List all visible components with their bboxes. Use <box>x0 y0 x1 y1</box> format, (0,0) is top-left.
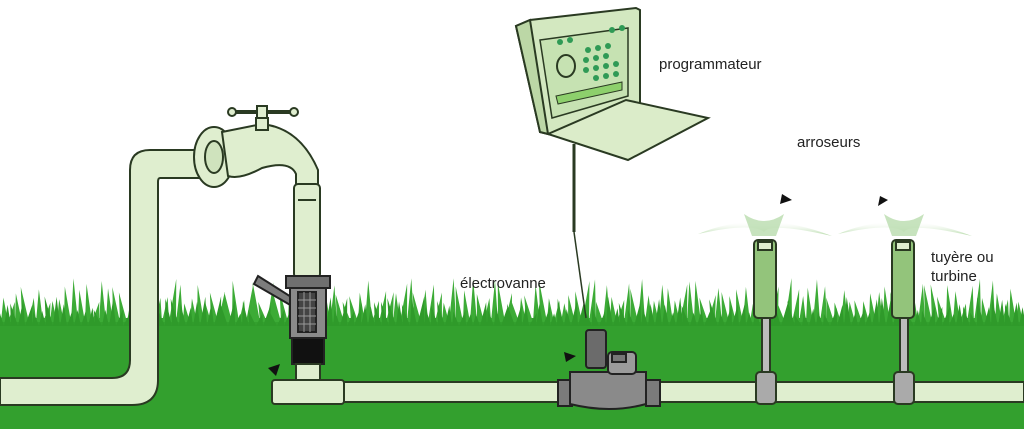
controller-button <box>567 37 573 43</box>
controller-button <box>585 47 591 53</box>
controller-button <box>593 75 599 81</box>
controller-button <box>603 73 609 79</box>
label-programmer: programmateur <box>659 56 762 73</box>
controller-button <box>605 43 611 49</box>
controller-button <box>557 39 563 45</box>
label-valve: électrovanne <box>460 275 546 292</box>
controller-button <box>583 57 589 63</box>
controller-button <box>603 53 609 59</box>
controller-button <box>593 55 599 61</box>
controller-button <box>613 61 619 67</box>
controller-icon <box>514 6 711 319</box>
controller-button <box>609 27 615 33</box>
controller-button <box>583 67 589 73</box>
controller-button <box>619 25 625 31</box>
label-sprinklers: arroseurs <box>797 134 861 151</box>
down-pipe <box>293 183 321 279</box>
faucet-icon <box>193 105 319 188</box>
tee-fitting <box>271 363 345 405</box>
label-nozzle-line1: tuyère ou <box>931 249 994 266</box>
sprinkler-icon <box>698 214 832 405</box>
controller-button <box>603 63 609 69</box>
controller-button <box>613 71 619 77</box>
controller-button <box>593 65 599 71</box>
label-nozzle-line2: turbine <box>931 268 977 285</box>
arrow-icon <box>268 194 888 376</box>
controller-button <box>595 45 601 51</box>
lawn <box>0 278 1024 429</box>
filter-icon <box>252 274 331 365</box>
label-nozzle: tuyère ou turbine <box>931 248 994 286</box>
valve-icon <box>557 329 661 410</box>
sprinkler-icon <box>838 214 972 405</box>
lateral-pipe <box>343 381 1024 403</box>
